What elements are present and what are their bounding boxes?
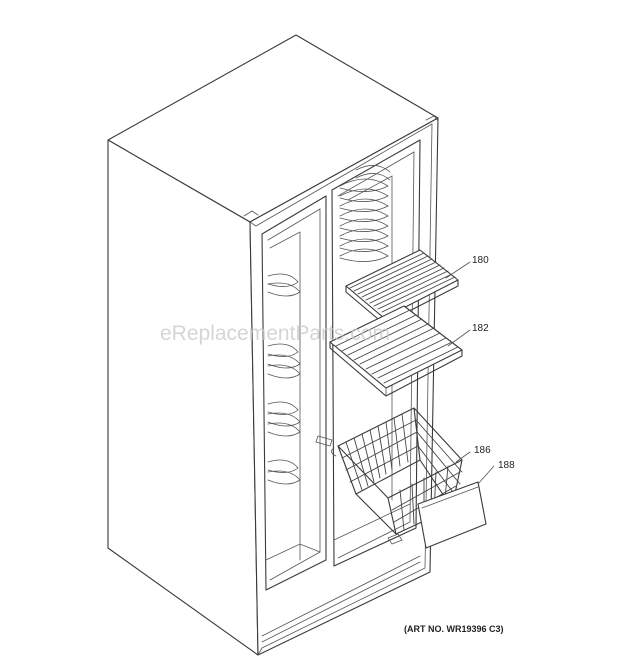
callout-180: 180 — [472, 255, 489, 266]
art-number: (ART NO. WR19396 C3) — [404, 624, 504, 634]
cabinet-outline — [107, 34, 439, 656]
wire-shelf-180 — [345, 249, 459, 325]
freezer-compartment — [315, 139, 421, 567]
watermark-text: eReplacementParts.com — [160, 322, 390, 345]
callout-188: 188 — [498, 460, 515, 471]
leader-lines — [445, 261, 495, 485]
callout-182: 182 — [472, 323, 489, 334]
callout-186: 186 — [474, 445, 491, 456]
wire-shelf-182 — [329, 305, 463, 397]
fresh-food-compartment — [261, 195, 327, 591]
basket-front-panel-188 — [417, 481, 487, 549]
